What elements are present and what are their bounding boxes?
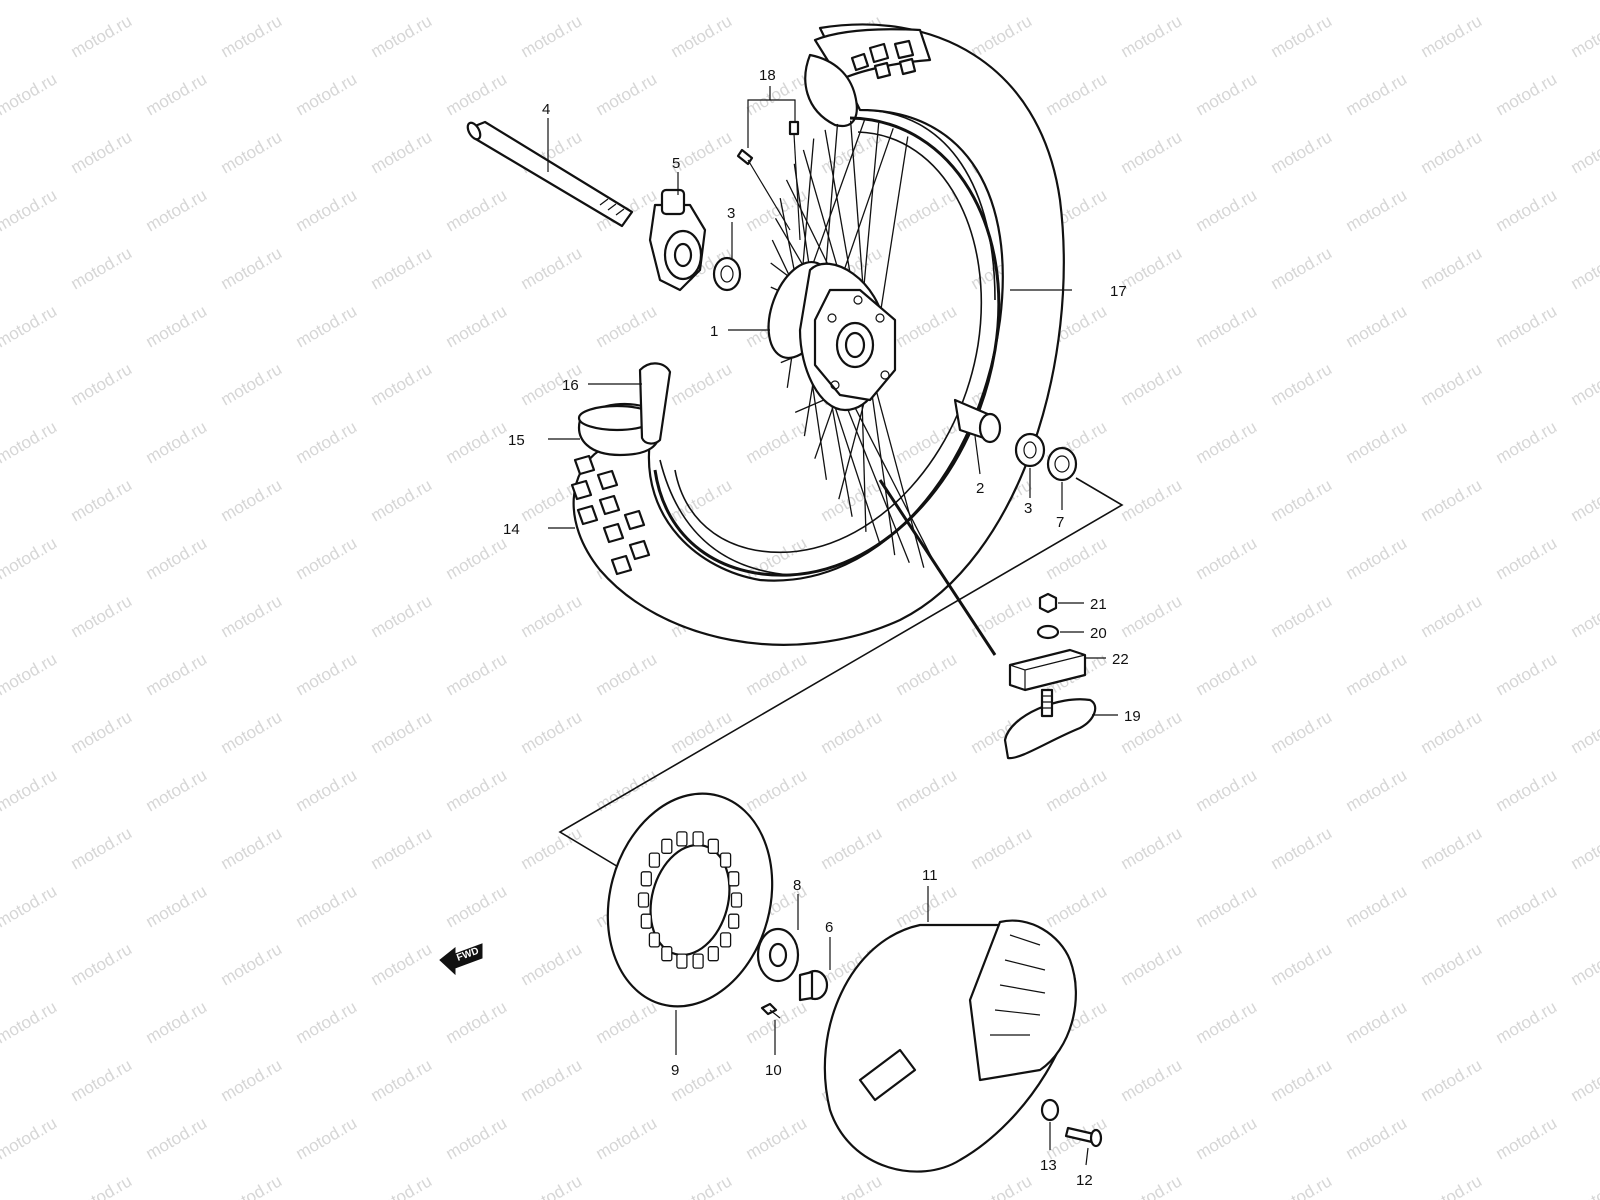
callout-6: 6 <box>825 919 833 936</box>
callout-20: 20 <box>1090 625 1107 642</box>
callout-15: 15 <box>508 432 525 449</box>
brake-disc-holes <box>637 831 743 969</box>
assembly-outline <box>558 477 1124 869</box>
callout-11: 11 <box>922 867 938 884</box>
rim-lock-spacer <box>1008 648 1087 692</box>
disc-hole <box>676 953 688 969</box>
callout-9: 9 <box>671 1062 679 1079</box>
disc-hole <box>637 892 650 908</box>
disc-spacer <box>756 927 800 983</box>
disc-cover <box>823 919 1077 1173</box>
bearing-right <box>1014 432 1046 468</box>
disc-hole <box>719 932 732 948</box>
disc-hole <box>676 831 688 847</box>
callout-5: 5 <box>672 155 680 172</box>
disc-hole <box>719 852 732 868</box>
disc-hole <box>707 946 719 962</box>
disc-hole <box>648 852 661 868</box>
callout-22: 22 <box>1112 651 1129 668</box>
callout-13: 13 <box>1040 1157 1057 1174</box>
callout-2: 2 <box>976 480 984 497</box>
disc-hole <box>661 838 673 854</box>
leader-lines <box>547 86 1118 1166</box>
disc-hole <box>707 838 719 854</box>
oil-seal <box>1046 446 1078 482</box>
callout-16: 16 <box>562 377 579 394</box>
disc-hole <box>728 871 740 887</box>
rim-lock-pointer <box>878 479 997 656</box>
callout-17: 17 <box>1110 283 1127 300</box>
disc-hole <box>640 913 652 929</box>
callout-3-right: 3 <box>1024 500 1032 517</box>
bearing-left <box>712 256 742 292</box>
disc-hole <box>640 871 652 887</box>
callout-14: 14 <box>503 521 520 538</box>
callout-3-left: 3 <box>727 205 735 222</box>
rim <box>653 116 1001 577</box>
spoke-nipples <box>736 120 801 241</box>
callout-12: 12 <box>1076 1172 1093 1189</box>
disc-hole <box>728 913 740 929</box>
disc-bolt <box>760 1002 781 1019</box>
disc-hole <box>648 932 661 948</box>
rim-lock <box>1003 688 1097 760</box>
callout-8: 8 <box>793 877 801 894</box>
speedometer-gearbox <box>648 188 707 292</box>
tire <box>570 23 1065 646</box>
collar <box>798 969 829 1002</box>
callout-7: 7 <box>1056 514 1064 531</box>
callout-18: 18 <box>759 67 776 84</box>
washer <box>1036 624 1060 640</box>
nut <box>1038 592 1058 614</box>
callout-4: 4 <box>542 101 550 118</box>
callout-10: 10 <box>765 1062 782 1079</box>
disc-hole <box>730 892 743 908</box>
spoke <box>869 379 896 556</box>
cover-washer <box>1040 1098 1060 1122</box>
forward-direction-arrow: FWD <box>439 943 483 976</box>
brake-disc <box>606 792 774 1008</box>
callout-numbers: 4 5 3 18 1 17 16 15 14 2 3 7 21 20 22 19… <box>503 67 1141 1189</box>
disc-hole <box>692 953 704 969</box>
callout-1: 1 <box>710 323 718 340</box>
axle <box>466 120 634 228</box>
spacer <box>953 398 1002 444</box>
callout-21: 21 <box>1090 596 1107 613</box>
cover-screw <box>1064 1126 1103 1148</box>
disc-hole <box>692 831 704 847</box>
disc-hole <box>661 946 673 962</box>
hub <box>767 260 897 412</box>
callout-19: 19 <box>1124 708 1141 725</box>
tube-and-rim-band <box>577 362 672 457</box>
